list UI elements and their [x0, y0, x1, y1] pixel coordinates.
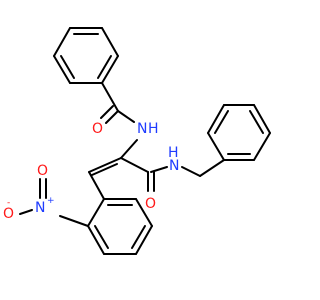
bond	[88, 157, 122, 173]
nitrogen-label: N	[169, 158, 179, 174]
bond	[199, 159, 225, 177]
bond-inner	[131, 225, 146, 249]
bond	[91, 163, 118, 176]
bond	[101, 82, 119, 112]
bond	[19, 209, 33, 215]
hydrogen-label: H	[168, 145, 179, 161]
nitro-charge-plus: +	[47, 196, 55, 206]
molecule-diagram: O N H O N H	[3, 27, 271, 255]
nitro-charge-minus: -	[7, 198, 10, 208]
bond	[150, 166, 168, 173]
bond	[101, 55, 119, 84]
bond	[100, 105, 114, 119]
nitro-nitrogen-label: N	[35, 200, 45, 216]
bond	[207, 132, 225, 161]
bond-inner	[249, 110, 264, 134]
bond	[53, 55, 71, 84]
bond	[88, 171, 105, 200]
bond	[87, 198, 105, 227]
oxygen-label: O	[92, 121, 103, 137]
benzoyl-ring	[53, 27, 119, 84]
nitrogen-label: N	[137, 121, 147, 137]
bond	[253, 132, 271, 161]
hydrogen-label: H	[148, 121, 159, 137]
structure-svg: O N H O N H	[3, 27, 271, 255]
bond	[120, 139, 138, 159]
bond	[105, 110, 119, 124]
bond	[181, 166, 201, 177]
oxygen-label: O	[145, 196, 156, 212]
bond	[117, 110, 135, 123]
bond	[87, 225, 105, 255]
nitrophenyl-ring	[87, 198, 153, 255]
bond	[207, 104, 225, 134]
bond	[53, 27, 71, 57]
bond-inner	[97, 55, 112, 79]
benzyl-ring	[207, 104, 271, 161]
bond-inner	[94, 225, 109, 249]
bond	[135, 225, 153, 255]
bond	[59, 215, 89, 227]
bond	[253, 104, 271, 134]
nitro-oxygen-label: O	[37, 163, 48, 179]
nitro-oxygen-label: O	[3, 206, 14, 222]
bond-inner	[60, 55, 75, 79]
bond	[135, 198, 153, 227]
bond	[120, 157, 149, 173]
bond-inner	[214, 110, 229, 134]
bond	[101, 27, 119, 57]
